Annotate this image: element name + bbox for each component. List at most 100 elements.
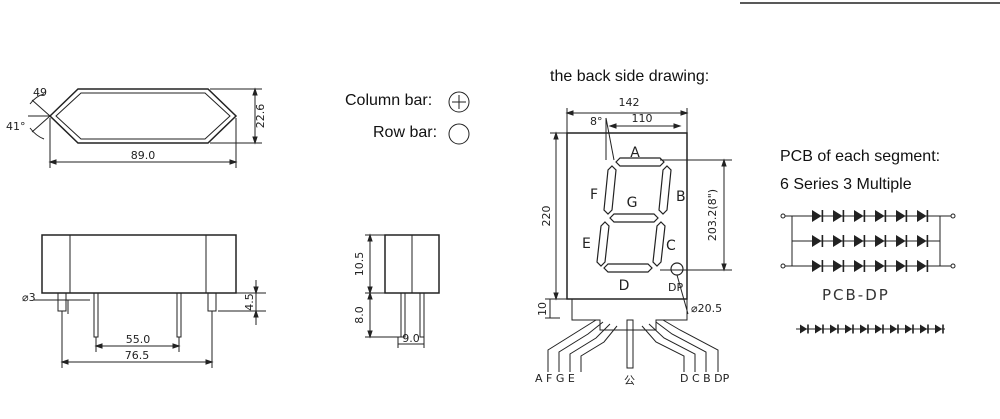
diode-bar-icon xyxy=(837,324,839,334)
segment-b xyxy=(658,165,672,215)
diode-icon xyxy=(833,235,843,247)
pins-left-label: A F G E xyxy=(535,372,575,385)
end-view xyxy=(365,233,440,348)
diode-icon xyxy=(875,235,885,247)
diode-bar-icon xyxy=(926,260,929,272)
segment-g-label: G xyxy=(627,195,638,211)
angle-top-label: 49 xyxy=(33,86,47,99)
diode-icon xyxy=(875,210,885,222)
diode-bar-icon xyxy=(821,235,824,247)
row-bar-label: Row bar: xyxy=(373,124,438,141)
segment-d xyxy=(603,263,653,273)
pcb-title: PCB of each segment: xyxy=(780,148,941,165)
diode-bar-icon xyxy=(905,260,908,272)
pcb-schematic xyxy=(780,210,956,334)
top-width-label: 89.0 xyxy=(131,149,156,162)
diode-icon xyxy=(917,210,927,222)
top-height-label: 22.6 xyxy=(254,104,267,129)
diode-icon xyxy=(896,235,906,247)
segment-f-label: F xyxy=(590,187,598,203)
pins-right-label: D C B DP xyxy=(680,372,730,385)
diode-bar-icon xyxy=(897,324,899,334)
diode-icon xyxy=(905,324,913,334)
diode-icon xyxy=(830,324,838,334)
diode-icon xyxy=(833,260,843,272)
base-height-label: 10 xyxy=(536,302,549,316)
segment-dp xyxy=(670,262,684,276)
diode-bar-icon xyxy=(884,210,887,222)
diode-bar-icon xyxy=(905,235,908,247)
diode-bar-icon xyxy=(842,210,845,222)
pin-spacing-inner-label: 55.0 xyxy=(126,333,151,346)
diode-bar-icon xyxy=(942,324,944,334)
top-view-hexagon xyxy=(28,87,262,168)
segment-d-label: D xyxy=(619,278,630,294)
back-width-label: 142 xyxy=(619,96,640,109)
diode-bar-icon xyxy=(882,324,884,334)
diode-icon xyxy=(815,324,823,334)
back-view-title: the back side drawing: xyxy=(550,68,710,85)
diode-icon xyxy=(833,210,843,222)
diode-bar-icon xyxy=(884,235,887,247)
diode-icon xyxy=(917,260,927,272)
diode-bar-icon xyxy=(912,324,914,334)
seven-segment-digit xyxy=(596,157,684,276)
dp-diameter-label: ⌀20.5 xyxy=(691,302,722,315)
diode-icon xyxy=(860,324,868,334)
back-view-outline xyxy=(545,108,732,319)
diode-bar-icon xyxy=(821,210,824,222)
pcb-dp-label: PCB-DP xyxy=(822,286,890,304)
diode-bar-icon xyxy=(867,324,869,334)
diode-icon xyxy=(812,260,822,272)
segment-g xyxy=(609,213,659,223)
column-bar-label: Column bar: xyxy=(345,92,433,109)
segment-b-label: B xyxy=(676,189,686,205)
pin-spacing-outer-label: 76.5 xyxy=(125,349,150,362)
diode-icon xyxy=(800,324,808,334)
back-height-label: 220 xyxy=(540,206,553,227)
diode-bar-icon xyxy=(863,235,866,247)
pin-length-label: 4.5 xyxy=(243,293,256,311)
back-view-pins xyxy=(547,274,719,372)
diode-icon xyxy=(854,210,864,222)
segment-c-label: C xyxy=(666,238,676,254)
diode-bar-icon xyxy=(884,260,887,272)
diode-icon xyxy=(845,324,853,334)
end-height-bottom-label: 8.0 xyxy=(353,306,366,324)
diode-bar-icon xyxy=(842,235,845,247)
diode-icon xyxy=(812,235,822,247)
segment-width-label: 110 xyxy=(632,112,653,125)
diode-bar-icon xyxy=(863,260,866,272)
diode-bar-icon xyxy=(822,324,824,334)
pin-diameter-label: ⌀3 xyxy=(22,291,36,304)
segment-a-label: A xyxy=(630,145,640,161)
diode-bar-icon xyxy=(852,324,854,334)
diode-bar-icon xyxy=(842,260,845,272)
diode-bar-icon xyxy=(926,210,929,222)
pcb-config: 6 Series 3 Multiple xyxy=(780,176,912,193)
column-bar-symbol xyxy=(448,91,470,113)
segment-e xyxy=(596,221,610,267)
pin-common-label: 公 xyxy=(624,374,635,387)
side-view xyxy=(34,234,266,368)
diode-bar-icon xyxy=(807,324,809,334)
diode-icon xyxy=(935,324,943,334)
segment-f xyxy=(603,165,617,215)
segment-e-label: E xyxy=(582,236,591,252)
diode-icon xyxy=(854,235,864,247)
diode-bar-icon xyxy=(905,210,908,222)
segment-dp-label: DP xyxy=(668,281,683,294)
segment-c xyxy=(652,221,666,267)
diode-bar-icon xyxy=(927,324,929,334)
diode-bar-icon xyxy=(821,260,824,272)
angle-left-label: 41° xyxy=(6,120,26,133)
diode-bar-icon xyxy=(926,235,929,247)
segment-a xyxy=(615,157,665,167)
diode-icon xyxy=(854,260,864,272)
diode-icon xyxy=(875,324,883,334)
diode-icon xyxy=(917,235,927,247)
diode-bar-icon xyxy=(863,210,866,222)
diode-icon xyxy=(890,324,898,334)
